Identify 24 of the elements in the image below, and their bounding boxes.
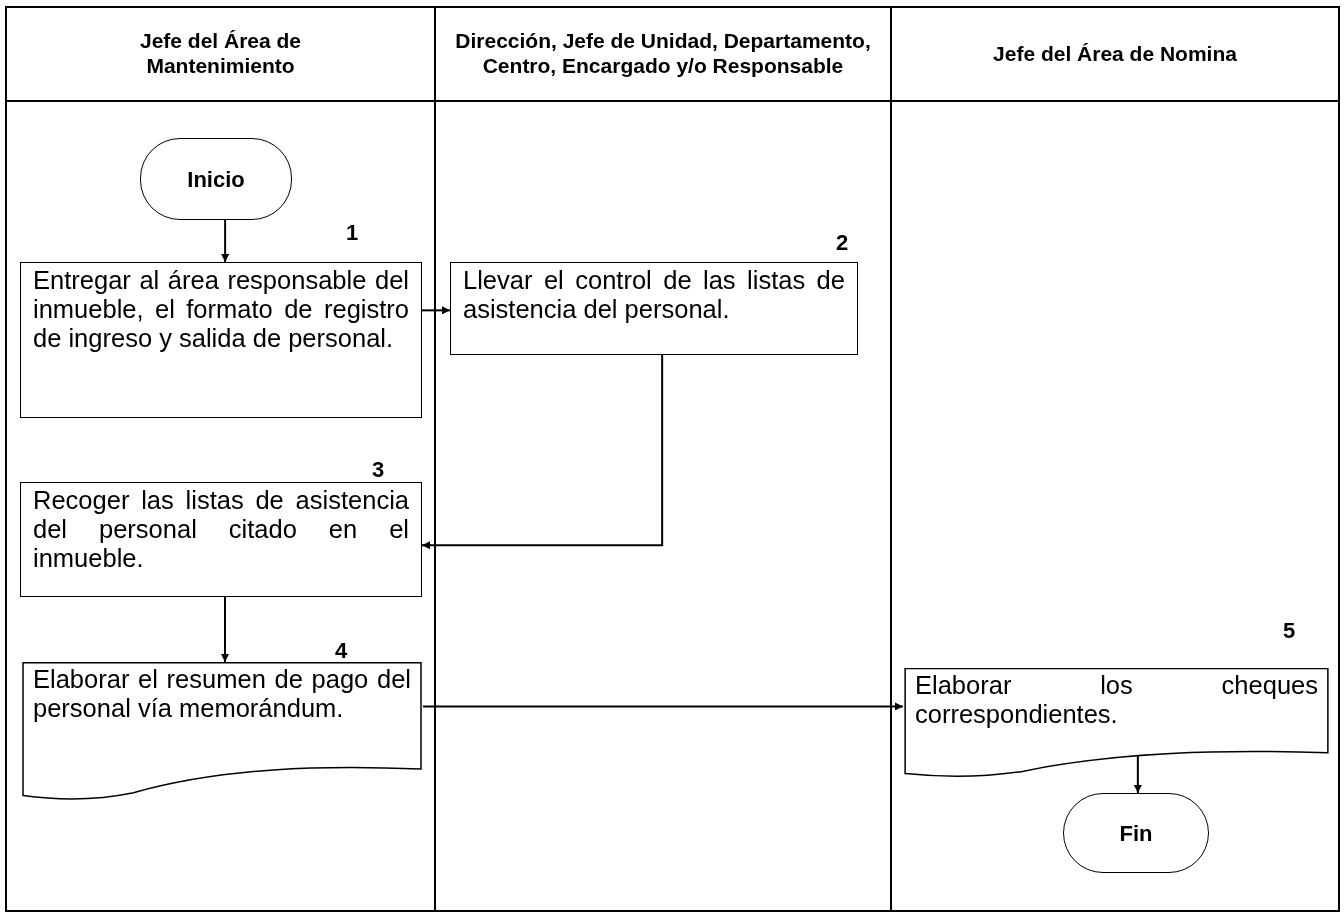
lane-header: Dirección, Jefe de Unidad, Departamento, Centro, Encargado y/o Responsable	[436, 8, 890, 102]
process-box: Recoger las listas de asistencia del personal citado en el inmueble.	[20, 482, 422, 597]
arrow	[221, 219, 230, 263]
swimlane	[5, 6, 436, 912]
swimlane	[890, 6, 1340, 912]
step-number: 1	[346, 222, 359, 244]
step-number: 3	[372, 459, 385, 481]
step-number: 5	[1283, 620, 1296, 642]
document-shape: Elaborar el resumen de pago del personal vía memorándum.	[21, 662, 423, 801]
terminator-shape: Fin	[1063, 793, 1209, 873]
step-number: 4	[335, 640, 348, 662]
arrow	[1133, 755, 1142, 794]
swimlane	[434, 6, 892, 912]
arrow	[421, 306, 451, 315]
arrow	[421, 354, 664, 550]
lane-header: Jefe del Área de Mantenimiento	[7, 8, 434, 102]
document-shape: Elaborar los cheques correspondientes.	[903, 668, 1330, 778]
terminator-shape: Inicio	[140, 138, 292, 220]
arrow	[221, 596, 229, 663]
arrow	[422, 702, 904, 711]
lane-header: Jefe del Área de Nomina	[892, 8, 1338, 102]
step-number: 2	[836, 232, 849, 254]
process-box: Entregar al área responsable del inmueble, el formato de registro de ingreso y salida de personal.	[20, 262, 422, 418]
process-box: Llevar el control de las listas de asistencia del personal.	[450, 262, 858, 355]
